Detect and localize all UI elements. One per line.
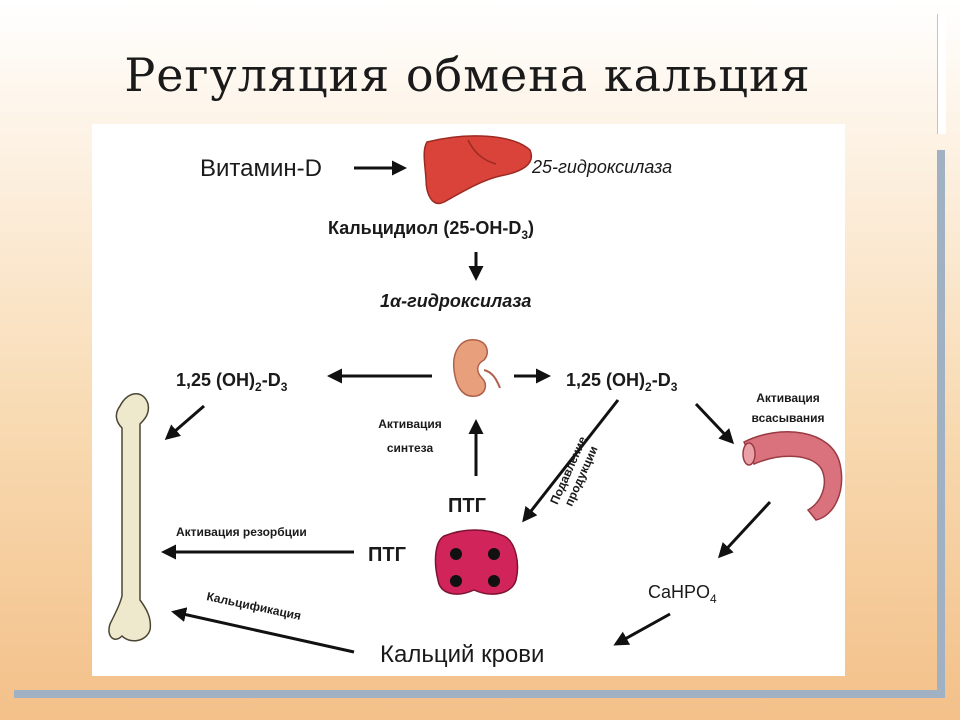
femur-bone-icon xyxy=(108,393,152,642)
label-absorption-activation-1: Активация xyxy=(756,391,820,405)
label-calcification: Кальцификация xyxy=(205,589,302,623)
liver-icon xyxy=(423,135,533,205)
arrow-calcification-to-bone xyxy=(171,607,355,654)
slide-frame-right xyxy=(937,150,945,690)
calcium-regulation-diagram: Витамин-D 25-гидроксилаза Кальцидиол (25… xyxy=(108,135,843,668)
slide-frame-bottom xyxy=(14,690,945,698)
arrow-cahpo4-to-blood xyxy=(613,612,671,646)
label-resorption-activation: Активация резорбции xyxy=(176,525,307,539)
label-ptg-left: ПТГ xyxy=(368,544,406,566)
arrow-calcitriol-to-bone xyxy=(164,404,205,440)
slide-title: Регуляция обмена кальция xyxy=(124,48,811,102)
label-activation-synthesis-1: Активация xyxy=(378,417,442,431)
label-suppression-production: Подавление продукции xyxy=(547,434,600,508)
label-ptg-top: ПТГ xyxy=(448,495,486,517)
label-vitamin-d: Витамин-D xyxy=(200,155,322,182)
label-absorption-activation-2: всасывания xyxy=(751,411,824,425)
label-cahpo4: CaHPO4 xyxy=(648,582,717,606)
parathyroid-icon xyxy=(434,529,519,595)
label-25-hydroxylase: 25-гидроксилаза xyxy=(531,157,672,177)
label-1a-hydroxylase: 1α-гидроксилаза xyxy=(380,291,531,311)
arrow-calcitriol-to-intestine xyxy=(694,402,735,445)
arrow-suppression-to-parathyroid xyxy=(522,399,620,523)
label-blood-calcium: Кальций крови xyxy=(380,641,544,668)
label-calcidiol: Кальцидиол (25-OH-D3) xyxy=(328,218,534,242)
slide-frame-right-top xyxy=(937,14,946,134)
label-calcitriol-right: 1,25 (OH)2-D3 xyxy=(566,370,678,394)
kidney-icon xyxy=(452,339,501,397)
label-calcitriol-left: 1,25 (OH)2-D3 xyxy=(176,370,288,394)
arrow-intestine-to-cahpo4 xyxy=(717,500,772,559)
intestine-icon xyxy=(742,431,843,521)
diagram-panel: Витамин-D 25-гидроксилаза Кальцидиол (25… xyxy=(92,124,845,676)
label-activation-synthesis-2: синтеза xyxy=(387,441,434,455)
